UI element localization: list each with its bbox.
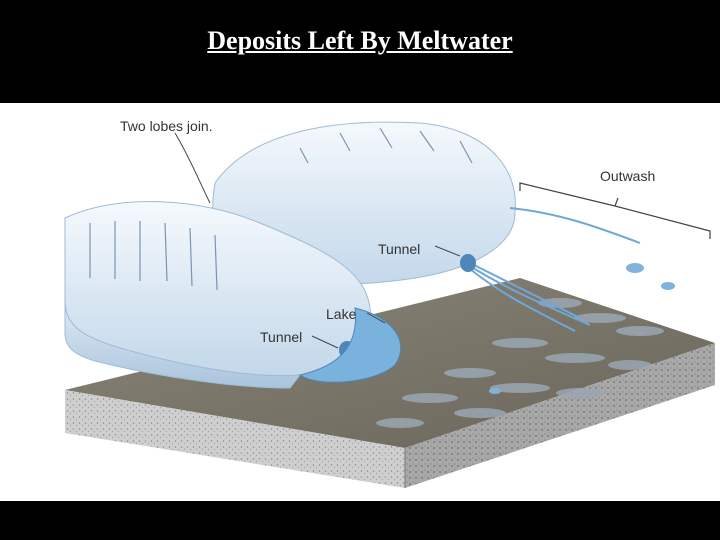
meltwater-streams — [469, 207, 641, 332]
diagram-panel: Two lobes join. Outwash Tunnel Lake Tunn… — [0, 103, 720, 501]
label-lake: Lake — [326, 306, 357, 322]
label-upper-tunnel: Tunnel — [378, 241, 420, 257]
glacier-diagram: Two lobes join. Outwash Tunnel Lake Tunn… — [64, 118, 715, 488]
outwash-gravel — [376, 298, 664, 428]
outwash-bracket — [519, 182, 711, 239]
meltwater-lake — [298, 307, 402, 383]
upper-tunnel — [460, 254, 476, 272]
bedrock-side — [405, 343, 715, 488]
label-lower-tunnel: Tunnel — [260, 329, 302, 345]
kettle-ponds — [489, 263, 675, 394]
left-lobe-front — [64, 302, 302, 389]
bedrock-front — [65, 390, 405, 488]
slide-title: Deposits Left By Meltwater — [207, 26, 513, 55]
crevasses — [89, 127, 473, 291]
label-two-lobes-join: Two lobes join. — [120, 118, 213, 134]
label-outwash: Outwash — [600, 168, 655, 184]
